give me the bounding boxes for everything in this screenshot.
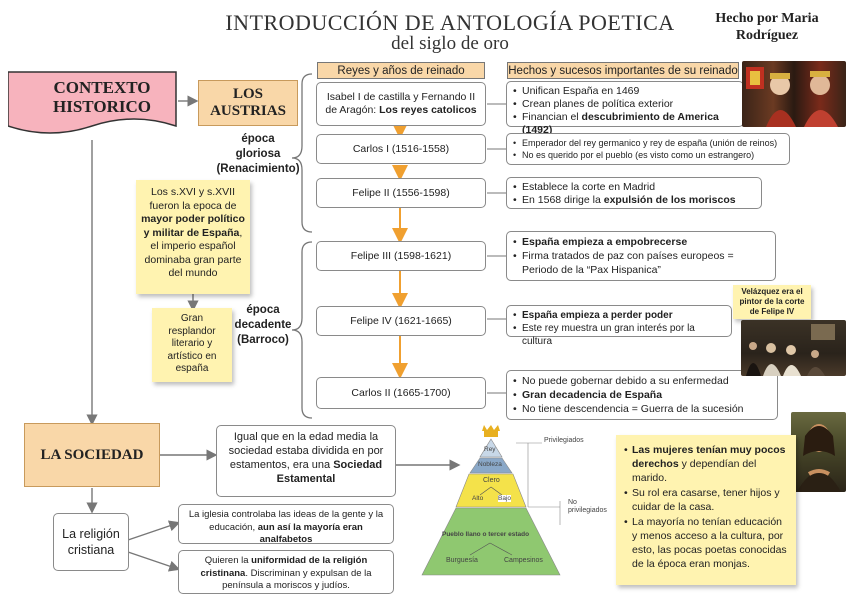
list-item: Establece la corte en Madrid [513,181,755,194]
author-label: Hecho por Maria Rodríguez [715,11,819,43]
velazquez-note: Velázquez era el pintor de la corte de F… [733,285,811,319]
events-box-felipe-iv: España empieza a perder poder Este rey m… [506,305,732,347]
pyramid-label-burguesia: Burguesía [446,557,478,564]
list-item: Gran decadencia de España [513,388,771,402]
uniformidad-box: Quieren la uniformidad de la religión cr… [178,550,394,594]
king-box-reyes-catolicos: Isabel I de castilla y Fernando II de Ar… [316,82,486,126]
contexto-historico-banner: CONTEXTO HISTORICO [8,68,180,140]
king-box-carlos-i: Carlos I (1516-1558) [316,134,486,164]
king-box-felipe-iv: Felipe IV (1621-1665) [316,306,486,336]
sociedad-pyramid: Rey Nobleza Clero Alto Bajo Privilegiado… [420,425,610,595]
brace-gloriosa [291,73,313,233]
pyramid-pueblo [421,507,561,576]
pyramid-label-privilegiados: Privilegiados [544,437,584,444]
pyramid-label-bajo: Bajo [498,495,512,502]
page-subtitle: del siglo de oro [391,33,509,54]
contexto-historico-label: CONTEXTO HISTORICO [53,78,151,116]
list-item: No es querido por el pueblo (es visto co… [513,149,783,161]
reyes-catolicos-portrait [742,61,846,127]
pyramid-label-pueblo: Pueblo llano o tercer estado [442,531,530,538]
sociedad-label: LA SOCIEDAD [40,446,144,463]
list-item: Firma tratados de paz con países europeo… [513,249,769,277]
events-box-felipe-iii: España empieza a empobrecerse Firma trat… [506,231,776,281]
list-item: En 1568 dirige la expulsión de los moris… [513,194,755,207]
list-item: •La mayoría no tenían educación y menos … [624,516,787,570]
list-item: Unifican España en 1469 [513,85,737,98]
page-title: INTRODUCCIÓN DE ANTOLOGÍA POETICA [225,10,675,35]
events-box-reyes-catolicos: Unifican España en 1469 Crean planes de … [506,81,744,136]
pyramid-label-campesinos: Campesinos [504,557,543,564]
column-header-reyes: Reyes y años de reinado [317,62,485,79]
esplendor-note: Gran resplandor literario y artístico en… [152,308,232,382]
events-box-carlos-ii: No puede gobernar debido a su enfermedad… [506,370,778,420]
events-box-carlos-i: Emperador del rey germanico y rey de esp… [506,133,790,165]
events-box-felipe-ii: Establece la corte en Madrid En 1568 dir… [506,177,762,209]
sociedad-description: Igual que en la edad media la sociedad e… [216,425,396,497]
mujeres-note: •Las mujeres tenían muy pocos derechos y… [616,435,796,585]
list-item: •Las mujeres tenían muy pocos derechos y… [624,444,786,484]
king-box-felipe-ii: Felipe II (1556-1598) [316,178,486,208]
list-item: •Su rol era casarse, tener hijos y cuida… [624,487,780,513]
list-item: No puede gobernar debido a su enfermedad [513,374,771,388]
austrias-label: LOS AUSTRIAS [210,86,286,119]
column-header-hechos: Hechos y sucesos importantes de su reina… [507,62,739,79]
meninas-painting [741,320,846,376]
pyramid-rey [479,438,503,458]
epoch-decadente: época decadente (Barroco) [234,304,292,346]
austrias-box: LOS AUSTRIAS [198,80,298,126]
poder-note: Los s.XVI y s.XVII fueron la epoca de ma… [136,180,250,294]
pyramid-label-rey: Rey [484,446,496,453]
pyramid-label-clero: Clero [483,477,500,484]
brace-decadente [291,241,313,419]
epoch-gloriosa: época gloriosa (Renacimiento) [216,133,300,175]
list-item: España empieza a empobrecerse [513,235,769,249]
list-item: Este rey muestra un gran interés por la … [513,322,725,348]
sociedad-box: LA SOCIEDAD [24,423,160,487]
king-box-felipe-iii: Felipe III (1598-1621) [316,241,486,271]
list-item: Crean planes de política exterior [513,98,737,111]
pyramid-nobleza [469,457,513,474]
king-box-carlos-ii: Carlos II (1665-1700) [316,377,486,409]
list-item: España empieza a perder poder [513,309,725,322]
pyramid-label-alto: Alto [472,495,484,502]
arrow-to-iglesia [127,520,181,541]
list-item: No tiene descendencia = Guerra de la suc… [513,402,771,416]
mona-lisa-painting [791,412,846,492]
crown-icon [482,425,500,437]
arrow-to-uniformidad [127,551,181,572]
iglesia-box: La iglesia controlaba las ideas de la ge… [178,504,394,545]
pyramid-label-nobleza: Nobleza [478,461,502,468]
list-item: Emperador del rey germanico y rey de esp… [513,137,783,149]
pyramid-label-no-privilegiados: No privilegiados [568,499,607,514]
religion-box: La religión cristiana [53,513,129,571]
